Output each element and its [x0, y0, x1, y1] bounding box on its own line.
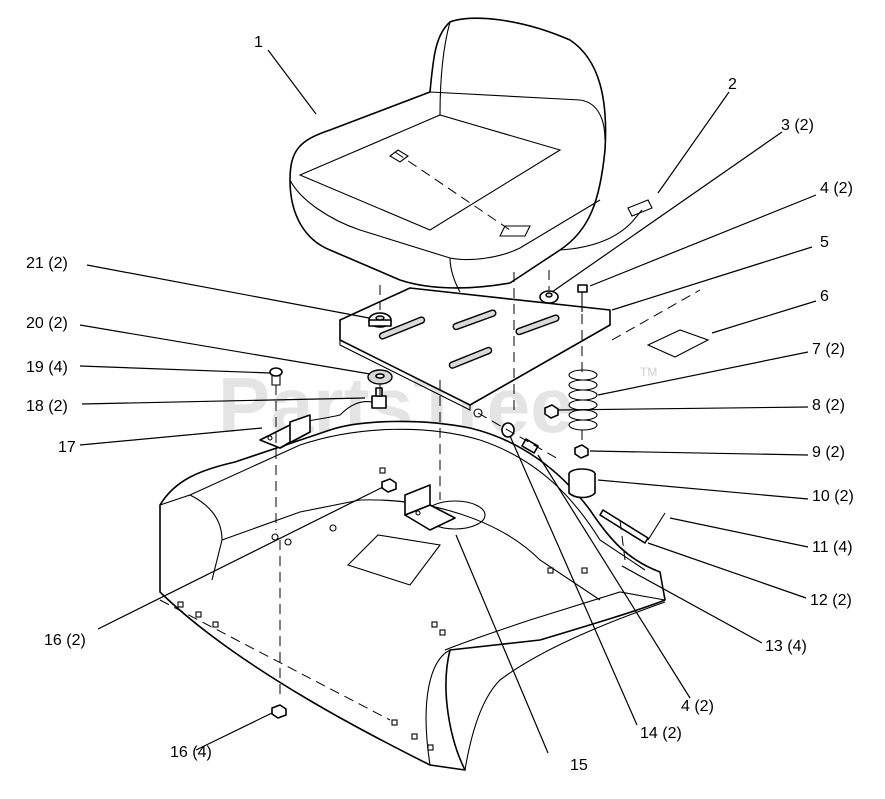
callout-18: 18 (2) [26, 398, 68, 415]
bracket-17 [259, 414, 311, 449]
callout-19: 19 (4) [26, 359, 68, 376]
callout-5: 5 [820, 234, 829, 251]
spring-7 [568, 369, 598, 431]
callout-15: 15 [570, 757, 588, 774]
callout-12: 12 (2) [810, 592, 852, 609]
callout-14: 14 (2) [640, 725, 682, 742]
leader-lines [79, 49, 817, 754]
callout-4-bottom: 4 (2) [681, 698, 714, 715]
callout-labels: 1 2 3 (2) 4 (2) 5 6 7 (2) 8 (2) 9 (2) 10… [26, 34, 854, 774]
screw-11 [647, 512, 666, 541]
nut-16-bottom [271, 704, 287, 719]
nut-16-top [381, 478, 397, 493]
callout-11: 11 (4) [812, 539, 853, 556]
callout-10: 10 (2) [812, 488, 854, 505]
watermark-trademark: TM [640, 365, 657, 379]
callout-20: 20 (2) [26, 315, 68, 332]
screw-19 [269, 367, 283, 386]
assembly-lines [159, 270, 701, 721]
washer-3 [539, 290, 559, 304]
decal-6 [646, 329, 710, 358]
callout-6: 6 [820, 288, 829, 305]
nut-9 [574, 444, 589, 459]
washer-21 [368, 312, 392, 328]
screw-4-bottom [521, 438, 539, 454]
seat [289, 17, 653, 293]
callout-13: 13 (4) [765, 638, 807, 655]
callout-16-bottom: 16 (4) [170, 744, 212, 761]
callout-17: 17 [58, 439, 76, 456]
callout-1: 1 [254, 34, 263, 51]
plate-12 [599, 509, 649, 544]
callout-2: 2 [728, 76, 737, 93]
callout-3: 3 (2) [781, 117, 814, 134]
bumper-10 [568, 468, 596, 499]
nut-8 [544, 404, 559, 419]
callout-8: 8 (2) [812, 397, 845, 414]
callout-7: 7 (2) [812, 341, 845, 358]
bracket-15 [404, 484, 456, 531]
callout-21: 21 (2) [26, 255, 68, 272]
seat-plate [339, 287, 611, 418]
callout-4-top: 4 (2) [820, 180, 853, 197]
callout-9: 9 (2) [812, 444, 845, 461]
washer-20 [367, 369, 393, 385]
callout-16-top: 16 (2) [44, 632, 86, 649]
